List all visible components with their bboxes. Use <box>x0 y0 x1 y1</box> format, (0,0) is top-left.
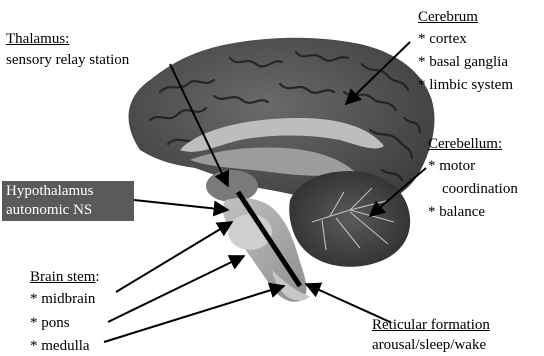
arrow-medulla <box>104 286 284 342</box>
cerebrum-title: Cerebrum <box>418 8 478 26</box>
brain-stem-item-medulla: * medulla <box>30 337 90 355</box>
cerebellum-item-balance: * balance <box>428 203 485 221</box>
reticular-desc: arousal/sleep/wake <box>372 336 486 354</box>
cerebrum-item-basal-ganglia: * basal ganglia <box>418 53 508 71</box>
brain-stem-title: Brain stem <box>30 269 95 285</box>
thalamus-shape <box>206 170 258 202</box>
hypothalamus-label-box: Hypothalamus autonomic NS <box>2 181 134 221</box>
hypothalamus-desc: autonomic NS <box>6 201 92 219</box>
cerebrum-item-limbic-system: * limbic system <box>418 76 513 94</box>
cerebellum-shape <box>289 171 410 267</box>
cerebellum-title: Cerebellum: <box>428 135 502 153</box>
hypothalamus-title: Hypothalamus <box>6 182 94 200</box>
arrow-hypothalamus <box>134 200 228 210</box>
cerebrum-item-cortex: * cortex <box>418 30 467 48</box>
brain-stem-item-midbrain: * midbrain <box>30 290 95 308</box>
brain-stem-heading: Brain stem: <box>30 268 100 286</box>
thalamus-desc: sensory relay station <box>6 51 129 69</box>
cerebellum-item-motor: * motor <box>428 157 475 175</box>
brain-stem-colon: : <box>95 269 99 285</box>
arrow-midbrain <box>116 222 232 292</box>
reticular-title: Reticular formation <box>372 316 490 334</box>
arrow-pons <box>108 256 244 322</box>
cerebellum-item-coordination: coordination <box>442 180 518 198</box>
brain-stem-item-pons: * pons <box>30 314 70 332</box>
thalamus-title: Thalamus: <box>6 30 69 48</box>
